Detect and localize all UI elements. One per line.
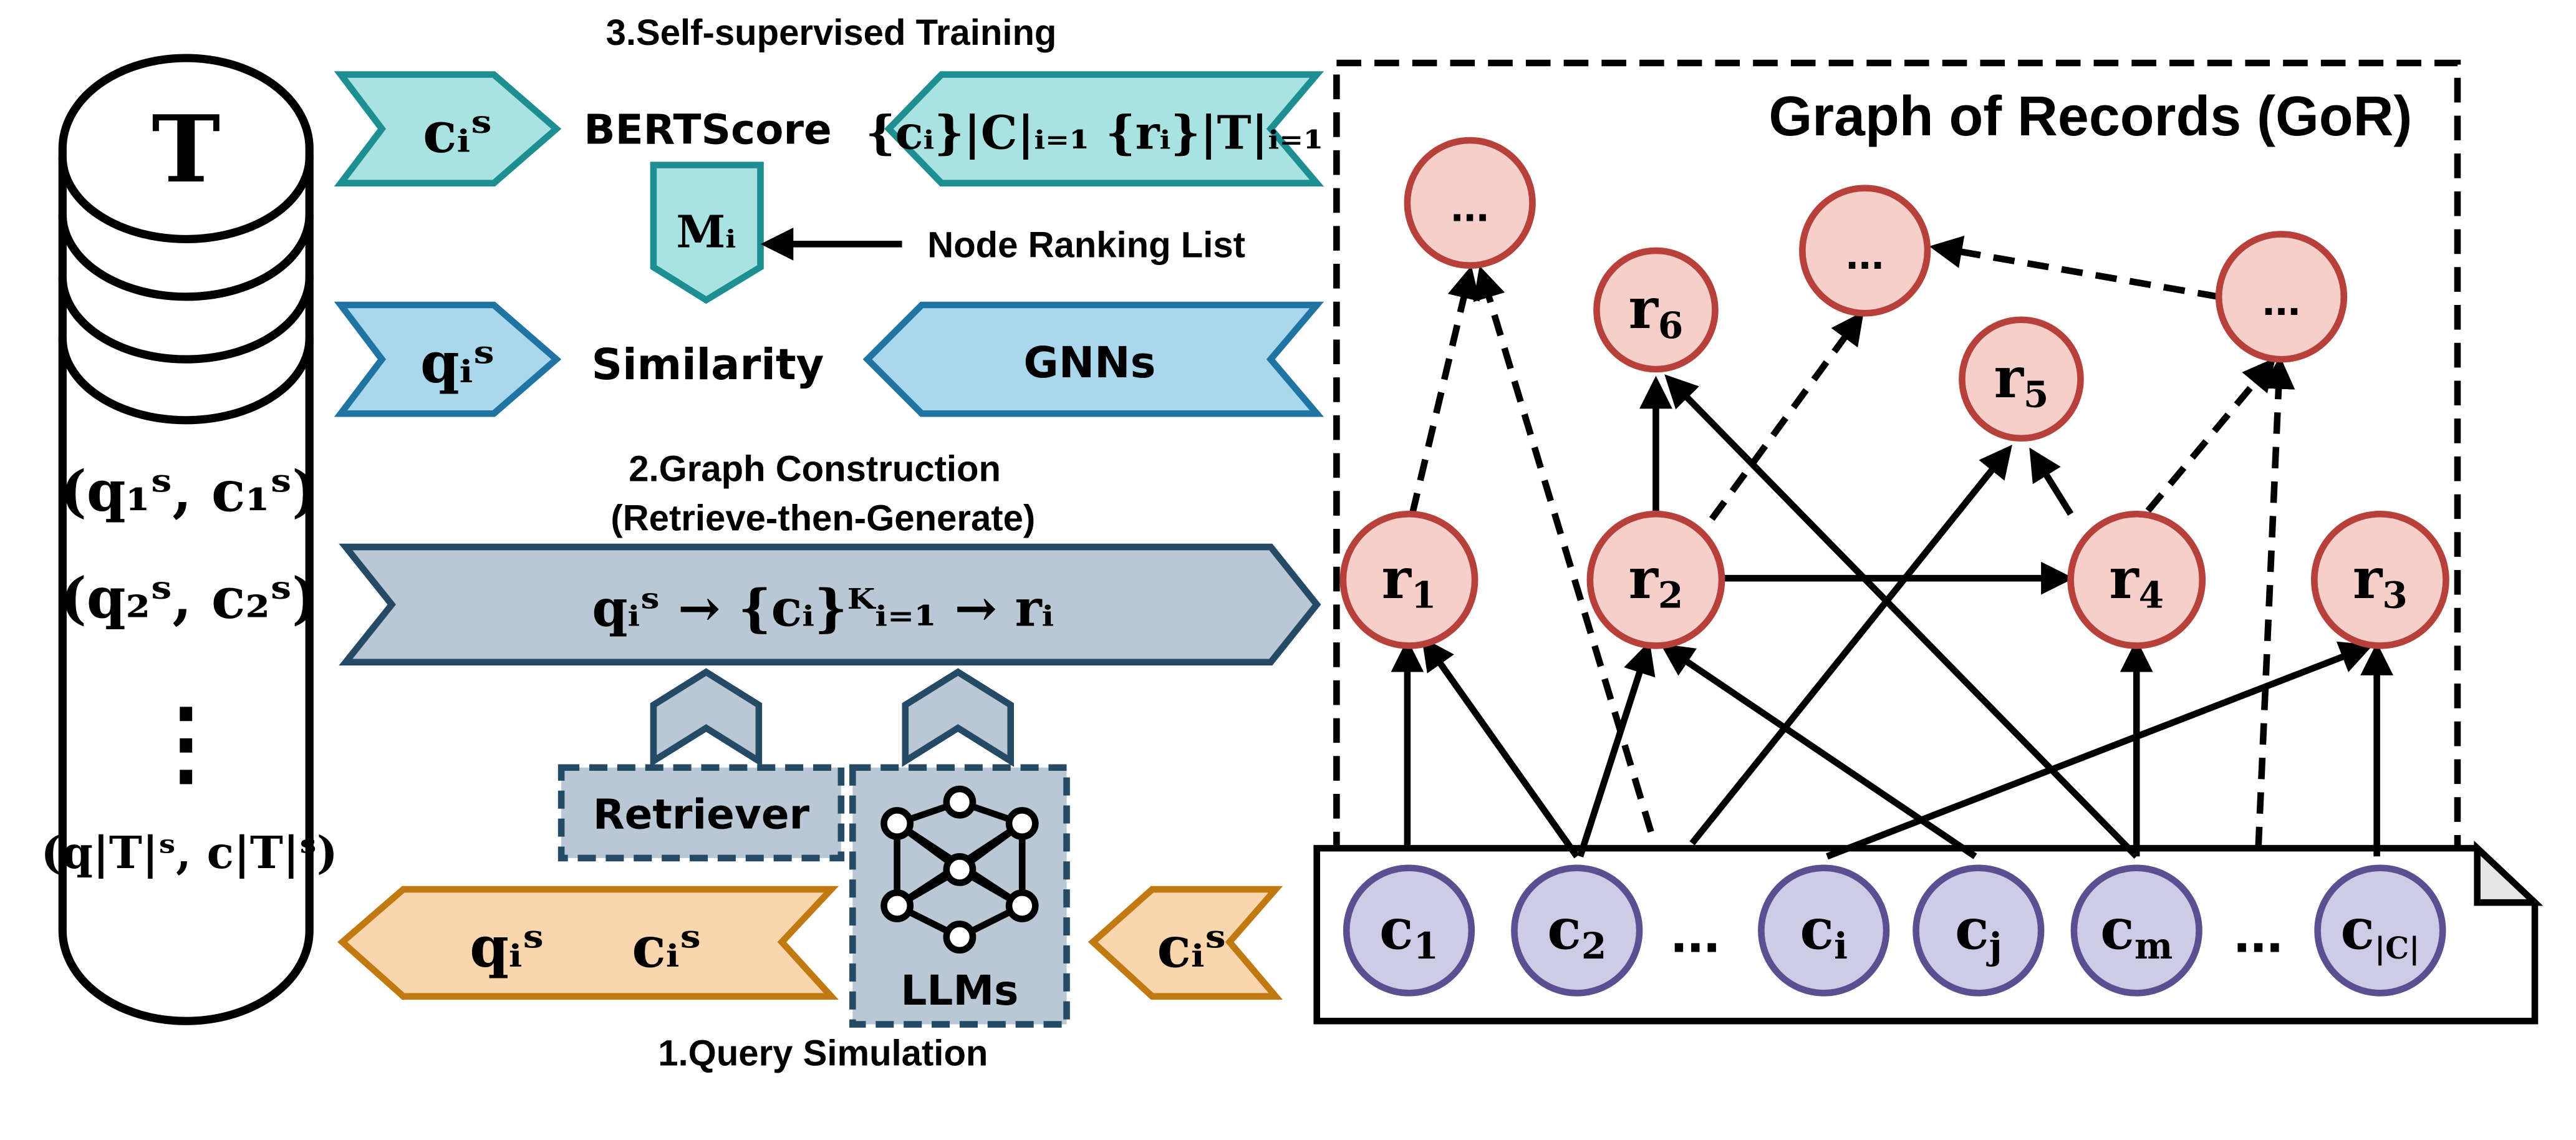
chunk-circle [2070, 864, 2202, 997]
training-c-label: cᵢˢ [423, 100, 493, 166]
record-node-r3: r3 [2311, 510, 2449, 649]
node-ranking-label: Node Ranking List [927, 225, 1245, 265]
chunk-node-cC: c|C| [2314, 864, 2446, 997]
chunk-node-ci: ci [1758, 864, 1890, 997]
simulation-c-label: cᵢˢ [632, 915, 702, 980]
corpus-pair-1: (q₁ˢ, c₁ˢ) [60, 459, 318, 524]
corpus-title: T [152, 95, 220, 203]
chunk-circle [1758, 864, 1890, 997]
chunk-document-fold [2474, 840, 2544, 906]
simulation-input-chevron: cᵢˢ [1088, 886, 1283, 1000]
record-circle [2215, 231, 2348, 363]
simulation-q-label: qᵢˢ [470, 915, 544, 980]
chunk-node-cj: cj [1913, 864, 2045, 997]
step-construction-label: 2.Graph Construction [629, 448, 1001, 489]
record-circle [1586, 510, 1725, 649]
training-c-chevron: cᵢˢ [334, 71, 562, 186]
chunk-ellipsis-2: ... [2234, 899, 2283, 965]
chunk-node-c1: c1 [1343, 864, 1475, 997]
record-node-e3: ... [2215, 231, 2348, 363]
corpus-stack: T (q₁ˢ, c₁ˢ) (q₂ˢ, c₂ˢ) ⋮ (q|T|ˢ, c|T|ˢ) [41, 54, 338, 1025]
record-circle [2311, 510, 2449, 649]
record-node-r4: r4 [2067, 510, 2206, 649]
construction-formula: qᵢˢ → {cᵢ}ᴷᵢ₌₁ → rᵢ [592, 579, 1054, 639]
retriever-up-chevron [650, 668, 763, 767]
chunk-circle [2314, 864, 2446, 997]
record-circle [1339, 510, 1479, 649]
training-q-chevron: qᵢˢ [334, 301, 562, 417]
record-circle [1404, 137, 1536, 269]
llms-label: LLMs [900, 967, 1018, 1015]
training-set-label: {cᵢ}|C|ᵢ₌₁ {rᵢ}|T|ᵢ₌₁ [866, 106, 1323, 160]
record-node-r2: r2 [1586, 510, 1725, 649]
chunk-ellipsis-1: ... [1671, 899, 1720, 965]
chunk-label: c1 [1379, 897, 1439, 967]
ranking-shield: Mᵢ [650, 162, 764, 304]
graph-edges [1391, 374, 2394, 860]
chunk-node-c2: c2 [1511, 864, 1643, 997]
record-node-e1: ... [1404, 137, 1536, 269]
corpus-pair-2: (q₂ˢ, c₂ˢ) [60, 566, 318, 632]
record-circle [1799, 185, 1931, 317]
record-label: ... [2262, 273, 2301, 325]
chunk-node-cm: cm [2070, 864, 2202, 997]
chunk-circle [1343, 864, 1475, 997]
record-circle [2067, 510, 2206, 649]
record-circle [1959, 316, 2084, 442]
step-construction-sublabel: (Retrieve-then-Generate) [610, 498, 1035, 539]
simulation-output-chevron: qᵢˢ cᵢˢ [337, 886, 839, 1000]
gor-title: Graph of Records (GoR) [1768, 85, 2412, 148]
record-node-r1: r1 [1339, 510, 1479, 649]
llms-box: LLMs [849, 764, 1070, 1028]
training-set-chevron: {cᵢ}|C|ᵢ₌₁ {rᵢ}|T|ᵢ₌₁ [866, 71, 1324, 186]
retriever-label: Retriever [593, 790, 810, 838]
step-simulation-label: 1.Query Simulation [658, 1033, 988, 1074]
graph-dashed-edges [1409, 235, 2295, 849]
llms-up-chevron [902, 668, 1015, 767]
record-circle [1593, 247, 1719, 373]
retriever-box: Retriever [557, 764, 845, 862]
m-label: Mᵢ [676, 206, 736, 258]
simulation-c-input: cᵢˢ [1157, 915, 1227, 980]
gnns-label: GNNs [1023, 338, 1155, 388]
record-label: r4 [2109, 546, 2164, 617]
record-node-e2: ... [1799, 185, 1931, 317]
training-q-label: qᵢˢ [420, 331, 495, 396]
construction-banner: qᵢˢ → {cᵢ}ᴷᵢ₌₁ → rᵢ [339, 543, 1321, 666]
record-nodes: r1 r2 r3 r4 r5 r6......... [1339, 137, 2449, 649]
neural-network-icon [880, 785, 1039, 954]
similarity-label: Similarity [592, 340, 824, 390]
record-node-r5: r5 [1959, 316, 2084, 442]
record-label: ... [1450, 179, 1489, 231]
corpus-pair-T: (q|T|ˢ, c|T|ˢ) [41, 826, 337, 879]
corpus-ellipsis: ⋮ [140, 687, 232, 796]
step-training-label: 3.Self-supervised Training [606, 12, 1057, 53]
record-node-r6: r6 [1593, 247, 1719, 373]
chunk-circle [1511, 864, 1643, 997]
chunk-circle [1913, 864, 2045, 997]
bertscore-label: BERTScore [584, 105, 832, 153]
record-label: ... [1846, 227, 1884, 279]
gnns-chevron: GNNs [862, 301, 1324, 417]
